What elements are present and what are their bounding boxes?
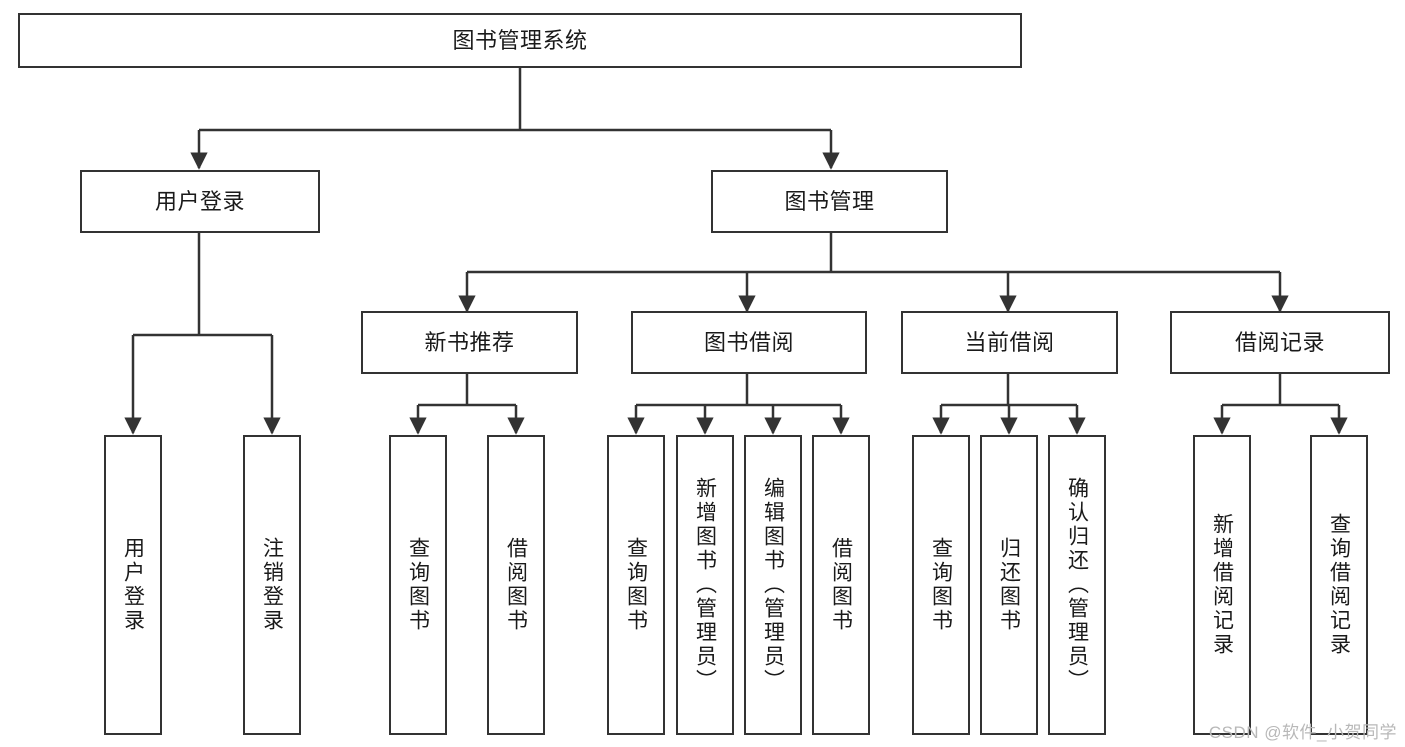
node-new-book-recommend-label: 新书推荐 (424, 329, 515, 355)
node-borrow-record-label: 借阅记录 (1234, 329, 1325, 355)
node-user-login[interactable]: 用户登录 (80, 170, 320, 233)
node-leaf-return-book[interactable]: 归还图书 (980, 435, 1038, 735)
node-leaf-query-borrow-record-label: 查询借阅记录 (1327, 513, 1351, 657)
node-book-borrow-label: 图书借阅 (703, 329, 794, 355)
node-book-borrow[interactable]: 图书借阅 (631, 311, 867, 374)
node-user-login-label: 用户登录 (154, 188, 245, 214)
node-leaf-query-book-3-label: 查询图书 (929, 537, 953, 633)
node-leaf-user-login-label: 用户登录 (121, 537, 145, 633)
node-leaf-query-borrow-record[interactable]: 查询借阅记录 (1310, 435, 1368, 735)
node-leaf-borrow-book-1[interactable]: 借阅图书 (487, 435, 545, 735)
node-leaf-add-book-admin[interactable]: 新增图书（管理员） (676, 435, 734, 735)
node-leaf-query-book-1-label: 查询图书 (406, 537, 430, 633)
node-leaf-add-borrow-record-label: 新增借阅记录 (1210, 513, 1234, 657)
node-leaf-borrow-book-2[interactable]: 借阅图书 (812, 435, 870, 735)
node-leaf-edit-book-admin[interactable]: 编辑图书（管理员） (744, 435, 802, 735)
node-leaf-query-book-1[interactable]: 查询图书 (389, 435, 447, 735)
node-borrow-record[interactable]: 借阅记录 (1170, 311, 1390, 374)
node-leaf-user-login[interactable]: 用户登录 (104, 435, 162, 735)
node-leaf-query-book-3[interactable]: 查询图书 (912, 435, 970, 735)
node-leaf-borrow-book-1-label: 借阅图书 (504, 537, 528, 633)
node-leaf-add-borrow-record[interactable]: 新增借阅记录 (1193, 435, 1251, 735)
node-new-book-recommend[interactable]: 新书推荐 (361, 311, 578, 374)
node-root-label: 图书管理系统 (452, 27, 588, 53)
node-root[interactable]: 图书管理系统 (18, 13, 1022, 68)
node-leaf-borrow-book-2-label: 借阅图书 (829, 537, 853, 633)
node-leaf-confirm-return-admin-label: 确认归还（管理员） (1065, 477, 1089, 693)
node-current-borrow-label: 当前借阅 (964, 329, 1055, 355)
node-book-management[interactable]: 图书管理 (711, 170, 948, 233)
node-current-borrow[interactable]: 当前借阅 (901, 311, 1118, 374)
node-leaf-logout-label: 注销登录 (260, 537, 284, 633)
node-leaf-confirm-return-admin[interactable]: 确认归还（管理员） (1048, 435, 1106, 735)
node-book-management-label: 图书管理 (784, 188, 875, 214)
node-leaf-add-book-admin-label: 新增图书（管理员） (693, 477, 717, 693)
node-leaf-query-book-2-label: 查询图书 (624, 537, 648, 633)
node-leaf-query-book-2[interactable]: 查询图书 (607, 435, 665, 735)
node-leaf-return-book-label: 归还图书 (997, 537, 1021, 633)
node-leaf-logout[interactable]: 注销登录 (243, 435, 301, 735)
node-leaf-edit-book-admin-label: 编辑图书（管理员） (761, 477, 785, 693)
